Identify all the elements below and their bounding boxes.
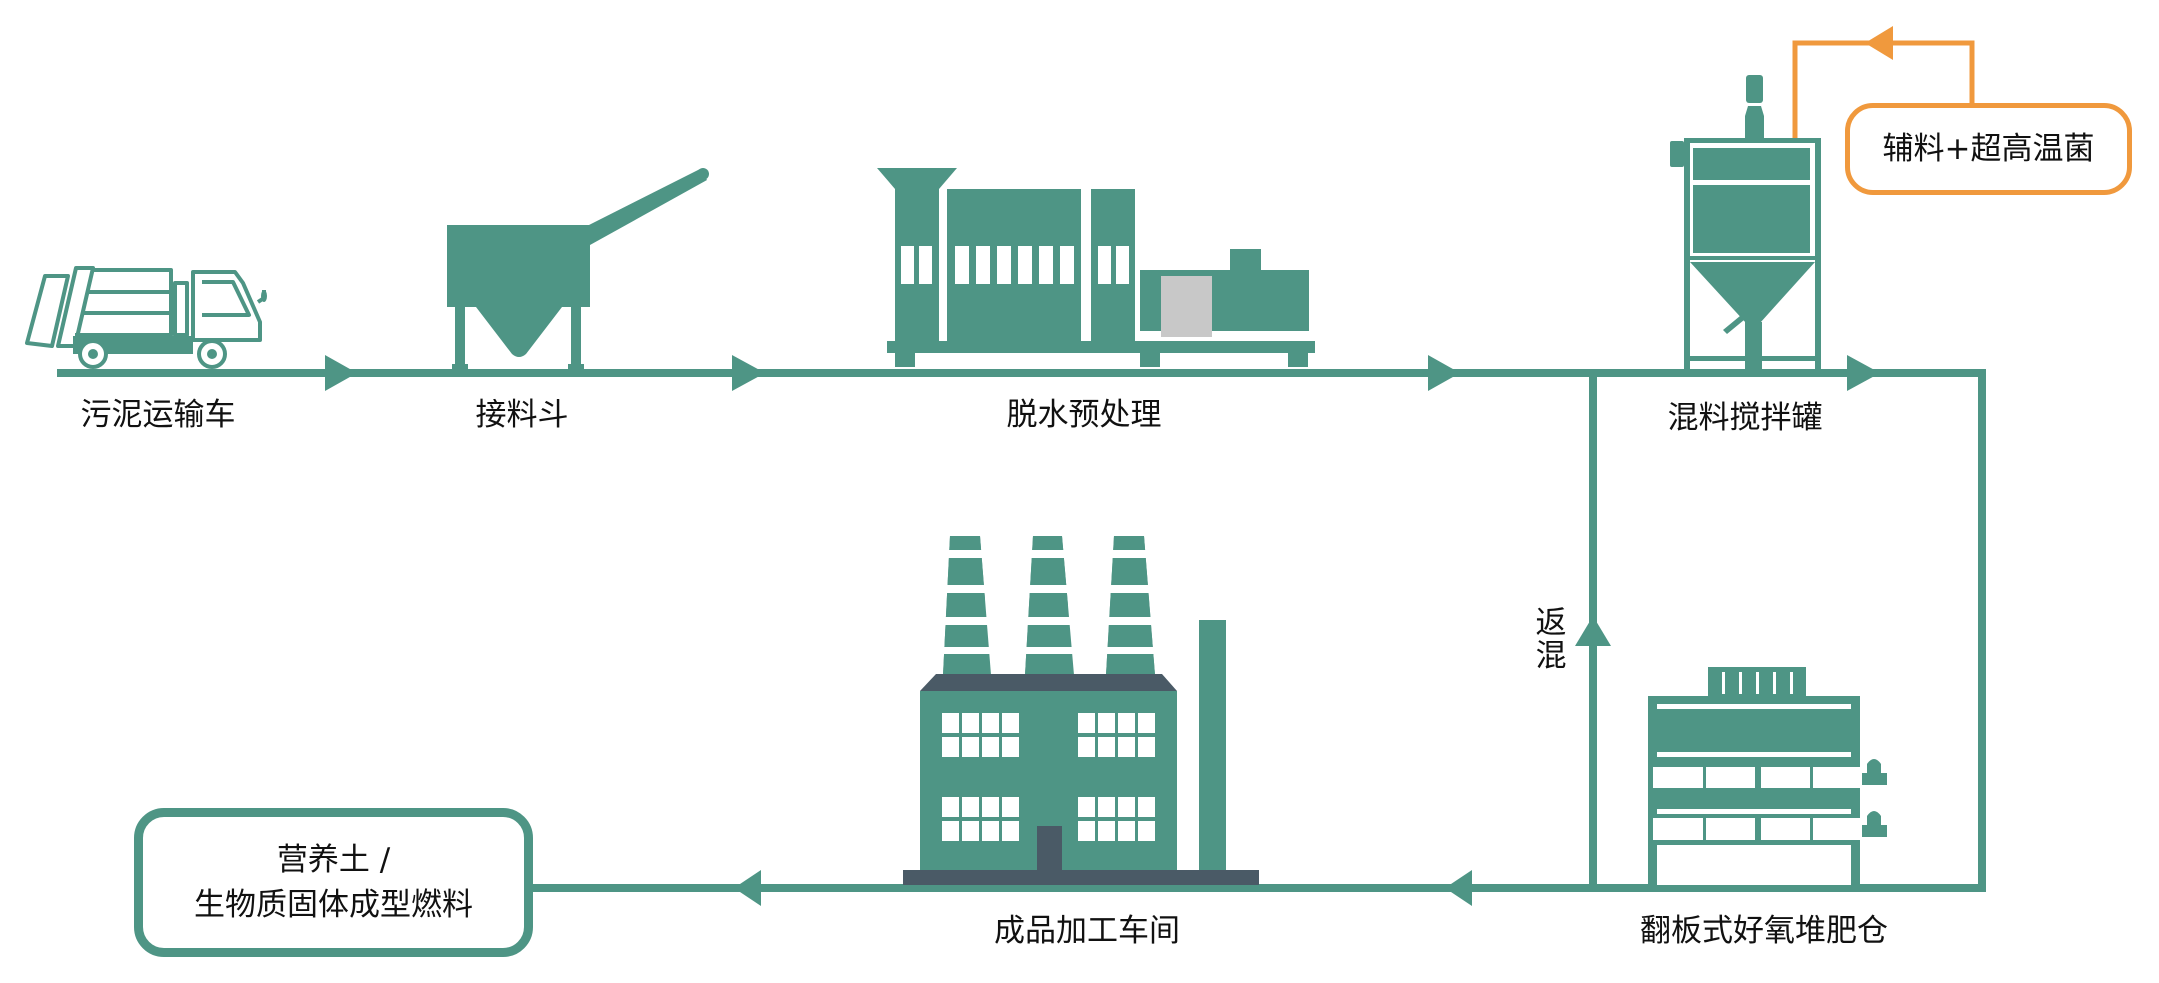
arrow-left-2 xyxy=(734,870,761,906)
mixing-tank-icon xyxy=(1670,75,1821,370)
dewatering-machine-icon xyxy=(877,168,1315,367)
hopper-conveyor-icon xyxy=(447,168,709,369)
additive-input-box: 辅料+超高温菌 xyxy=(1845,103,2132,195)
return-mix-label-char-2: 混 xyxy=(1535,637,1567,674)
arrow-left-additive xyxy=(1865,26,1893,60)
stage-label-dewatering: 脱水预处理 xyxy=(1006,397,1162,433)
additive-input-label: 辅料+超高温菌 xyxy=(1882,130,2095,167)
arrow-right-1 xyxy=(325,355,357,391)
bottom-flow-line xyxy=(531,884,1986,892)
arrow-left-1 xyxy=(1445,870,1472,906)
garbage-truck-icon xyxy=(25,266,267,369)
stage-label-truck: 污泥运输车 xyxy=(80,397,236,433)
final-product-box: 营养土 / 生物质固体成型燃料 xyxy=(134,808,533,957)
return-mix-label: 返 混 xyxy=(1534,607,1568,672)
stage-label-mixer: 混料搅拌罐 xyxy=(1667,400,1823,436)
stage-label-composter: 翻板式好氧堆肥仓 xyxy=(1640,913,1888,949)
factory-icon xyxy=(903,536,1259,885)
arrow-up-return xyxy=(1575,616,1611,646)
right-flow-line xyxy=(1978,369,1986,892)
final-product-line-2: 生物质固体成型燃料 xyxy=(194,886,473,923)
arrow-right-4 xyxy=(1847,355,1880,391)
arrow-right-3 xyxy=(1428,355,1460,391)
compost-bin-icon xyxy=(1648,667,1887,888)
stage-label-hopper: 接料斗 xyxy=(475,397,569,433)
return-mix-label-char-1: 返 xyxy=(1535,605,1567,641)
final-product-line-1: 营养土 / xyxy=(276,841,391,878)
arrow-right-2 xyxy=(732,355,765,391)
top-flow-line xyxy=(57,369,1986,377)
stage-label-workshop: 成品加工车间 xyxy=(994,913,1180,949)
